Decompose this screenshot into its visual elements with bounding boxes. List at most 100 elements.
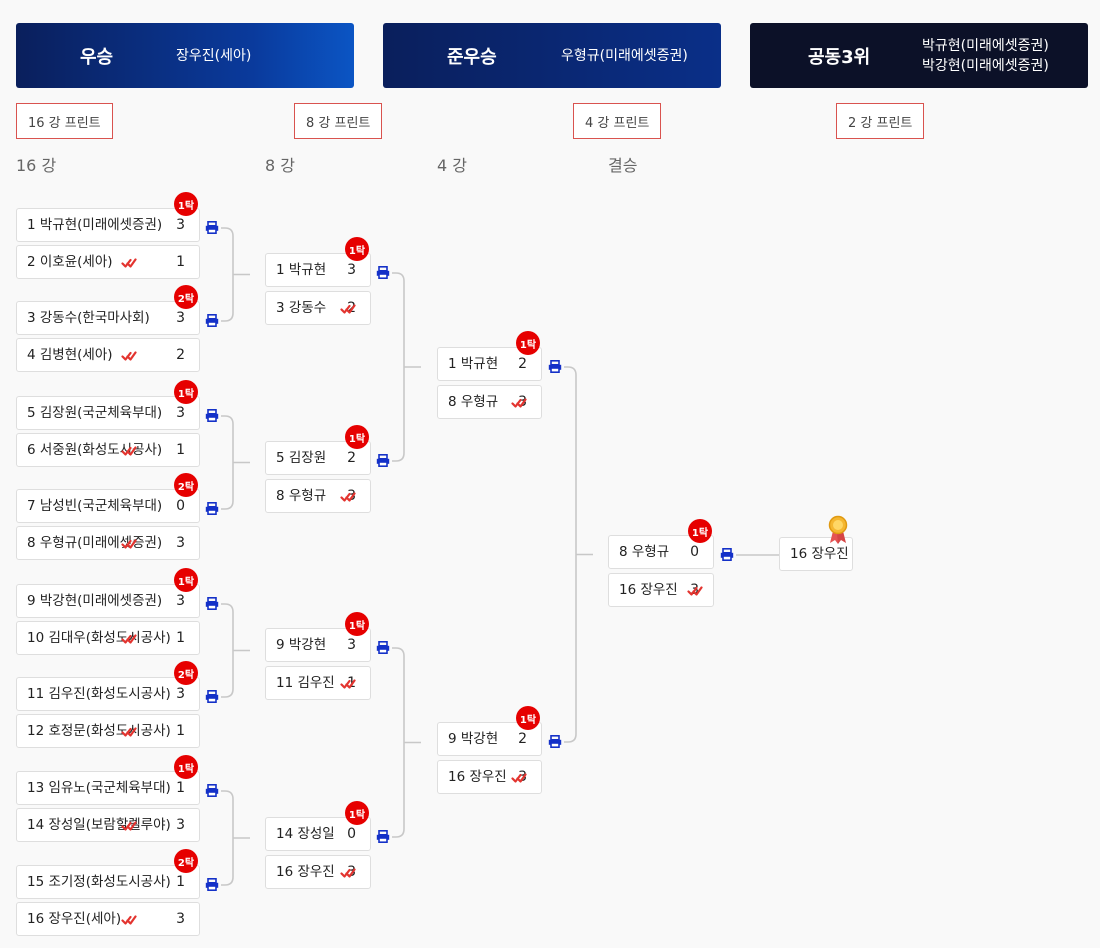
print-round16-button[interactable]: 16 강 프린트 (16, 103, 113, 139)
player-name: 5 김장원(국군체육부대) (27, 405, 163, 421)
table-badge: 1탁 (345, 612, 369, 636)
print-round4-button[interactable]: 4 강 프린트 (573, 103, 662, 139)
check-icon[interactable] (121, 818, 137, 834)
champion-slot-name: 16 장우진 (790, 546, 849, 562)
champion-slot: 16 장우진 (779, 537, 853, 571)
table-badge: 1탁 (516, 706, 540, 730)
player-name: 16 장우진(세아) (27, 911, 122, 927)
player-name: 11 김우진 (276, 675, 335, 691)
player-name: 10 김대우(화성도시공사) (27, 630, 171, 646)
print-match-icon[interactable] (376, 454, 390, 467)
player-slot: 8 우형규(미래에셋증권) 3 (16, 526, 200, 560)
player-name: 9 박강현 (276, 637, 327, 653)
check-icon[interactable] (340, 301, 356, 317)
player-slot: 12 호정문(화성도시공사) 1 (16, 714, 200, 748)
print-match-icon[interactable] (720, 548, 734, 561)
check-icon[interactable] (121, 255, 137, 271)
player-name: 16 장우진 (276, 864, 335, 880)
player-score: 2 (518, 731, 527, 747)
print-match-icon[interactable] (376, 830, 390, 843)
print-match-icon[interactable] (376, 641, 390, 654)
player-score: 3 (176, 217, 185, 233)
check-icon[interactable] (340, 489, 356, 505)
check-icon[interactable] (121, 631, 137, 647)
runner-up-title: 준우승 (447, 46, 497, 68)
print-match-icon[interactable] (205, 784, 219, 797)
player-score: 1 (176, 723, 185, 739)
player-score: 3 (176, 593, 185, 609)
print-match-icon[interactable] (205, 221, 219, 234)
print-match-icon[interactable] (205, 690, 219, 703)
print-match-icon[interactable] (205, 502, 219, 515)
check-icon[interactable] (511, 395, 527, 411)
player-name: 9 박강현(미래에셋증권) (27, 593, 163, 609)
print-match-icon[interactable] (376, 266, 390, 279)
print-match-icon[interactable] (205, 597, 219, 610)
player-name: 12 호정문(화성도시공사) (27, 723, 171, 739)
player-name: 8 우형규(미래에셋증권) (27, 535, 163, 551)
champion-title: 우승 (80, 46, 114, 68)
check-icon[interactable] (511, 770, 527, 786)
player-slot: 3 강동수(한국마사회)3 (16, 301, 200, 335)
table-badge: 2탁 (174, 849, 198, 873)
table-badge: 2탁 (174, 473, 198, 497)
player-slot: 7 남성빈(국군체육부대)0 (16, 489, 200, 523)
player-score: 3 (176, 535, 185, 551)
check-icon[interactable] (121, 443, 137, 459)
check-icon[interactable] (121, 348, 137, 364)
print-match-icon[interactable] (548, 735, 562, 748)
player-slot: 5 김장원(국군체육부대) 3 (16, 396, 200, 430)
table-badge: 2탁 (174, 285, 198, 309)
check-icon[interactable] (121, 912, 137, 928)
player-name: 6 서중원(화성도시공사) (27, 442, 163, 458)
player-name: 1 박규현 (448, 356, 499, 372)
third-place-name-1: 박규현(미래에셋증권) (922, 37, 1049, 54)
player-score: 1 (176, 874, 185, 890)
check-icon[interactable] (340, 676, 356, 692)
table-badge: 1탁 (174, 380, 198, 404)
print-match-icon[interactable] (548, 360, 562, 373)
table-badge: 1탁 (345, 237, 369, 261)
print-match-icon[interactable] (205, 409, 219, 422)
player-score: 3 (176, 405, 185, 421)
player-slot: 4 김병현(세아)2 (16, 338, 200, 372)
player-slot: 15 조기정(화성도시공사) 1 (16, 865, 200, 899)
table-badge: 1탁 (516, 331, 540, 355)
player-name: 7 남성빈(국군체육부대) (27, 498, 163, 514)
player-name: 4 김병현(세아) (27, 347, 113, 363)
table-badge: 1탁 (174, 568, 198, 592)
player-score: 1 (176, 630, 185, 646)
print-match-icon[interactable] (205, 314, 219, 327)
player-name: 1 박규현 (276, 262, 327, 278)
player-name: 5 김장원 (276, 450, 327, 466)
champion-name: 장우진(세아) (176, 47, 252, 64)
print-round8-button[interactable]: 8 강 프린트 (294, 103, 383, 139)
check-icon[interactable] (340, 865, 356, 881)
check-icon[interactable] (121, 536, 137, 552)
print-match-icon[interactable] (205, 878, 219, 891)
player-name: 3 강동수 (276, 300, 327, 316)
player-score: 1 (176, 254, 185, 270)
player-slot: 16 장우진(세아)3 (16, 902, 200, 936)
player-name: 15 조기정(화성도시공사) (27, 874, 171, 890)
check-icon[interactable] (687, 583, 703, 599)
player-score: 2 (347, 450, 356, 466)
player-slot: 2 이호윤(세아)1 (16, 245, 200, 279)
player-score: 3 (176, 817, 185, 833)
player-slot: 13 임유노(국군체육부대)1 (16, 771, 200, 805)
bracket-line (392, 647, 405, 838)
player-name: 1 박규현(미래에셋증권) (27, 217, 163, 233)
print-round2-button[interactable]: 2 강 프린트 (836, 103, 925, 139)
player-score: 3 (176, 310, 185, 326)
player-score: 0 (690, 544, 699, 560)
third-place-name-2: 박강현(미래에셋증권) (922, 57, 1049, 74)
table-badge: 1탁 (174, 192, 198, 216)
check-icon[interactable] (121, 724, 137, 740)
player-name: 16 장우진 (448, 769, 507, 785)
